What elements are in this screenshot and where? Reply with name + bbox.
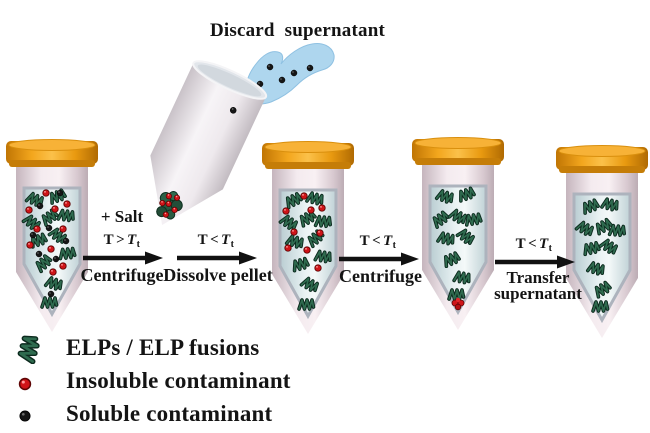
step-1-salt-label: + Salt — [100, 207, 144, 226]
discard-supernatant-label: Discard supernatant — [209, 20, 386, 41]
step-4-action-label-line1: Transfer — [506, 268, 570, 287]
step-4-arrow-icon — [495, 255, 575, 269]
discarded-supernatant-stream — [245, 43, 335, 105]
step-4-action-label-line2: supernatant — [494, 284, 582, 303]
elp-spring-icon — [14, 334, 42, 364]
step-2-arrow-icon — [177, 251, 257, 265]
step-3-action-label: Centrifuge — [339, 266, 422, 286]
step-1-temperature-label: T>Tt — [103, 232, 141, 250]
step-2-temperature-label: T<Tt — [197, 232, 235, 250]
step-1-action-label: Centrifuge — [80, 265, 164, 285]
step-1-arrow-icon — [83, 251, 163, 265]
legend-label-insoluble: Insoluble contaminant — [66, 368, 291, 393]
tube-3-centrifuged — [410, 136, 506, 332]
step-3-temperature-label: T<Tt — [359, 233, 397, 251]
step-3-arrow-icon — [339, 252, 419, 266]
insoluble-contaminant-icon — [18, 377, 32, 391]
legend-label-elps: ELPs / ELP fusions — [66, 335, 260, 360]
step-2-action-label: Dissolve pellet — [163, 265, 273, 285]
insoluble-pellet — [451, 297, 465, 311]
elp-pellet — [156, 191, 183, 220]
legend-label-soluble: Soluble contaminant — [66, 401, 273, 426]
soluble-contaminant-icon — [19, 410, 31, 422]
pouring-tube — [150, 60, 268, 226]
step-4-temperature-label: T<Tt — [515, 236, 553, 254]
